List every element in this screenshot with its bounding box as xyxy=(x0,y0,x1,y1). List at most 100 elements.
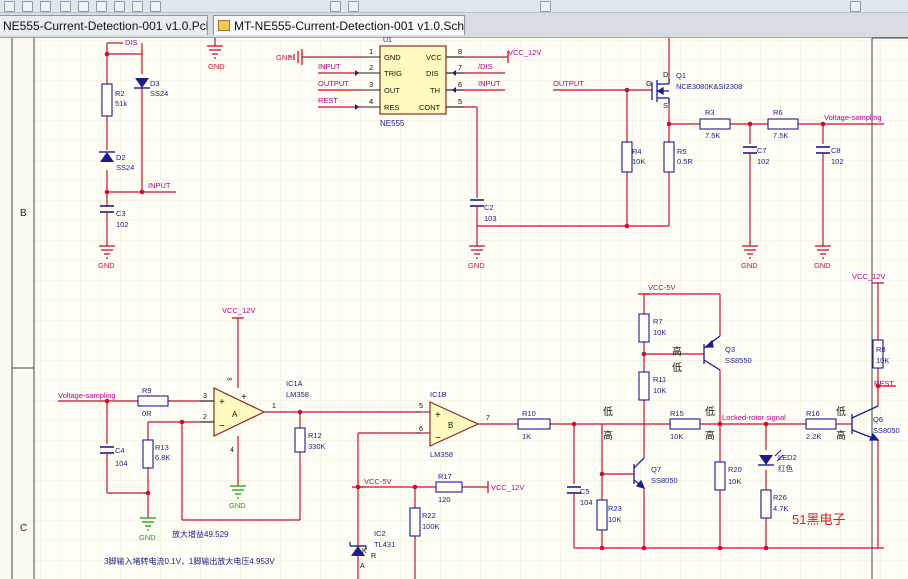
led2-val: 红色 xyxy=(778,463,793,473)
tab-pcbdoc-label: NE555-Current-Detection-001 v1.0.PcbDoc xyxy=(3,19,207,33)
gnd-icon xyxy=(99,245,115,259)
net-dis: DIS xyxy=(125,38,138,47)
toolbar-tool-icon[interactable] xyxy=(60,1,71,12)
ne555-chip[interactable]: 1 2 3 4 8 7 6 5 GND TRIG OUT RES VCC DIS… xyxy=(362,37,464,128)
schematic-document-icon xyxy=(218,20,230,31)
net-vcc5-ic2: VCC-5V xyxy=(364,477,392,486)
ne555-name: NE555 xyxy=(380,119,405,128)
svg-text:D: D xyxy=(663,70,669,79)
resistor-r8-icon xyxy=(872,339,884,369)
r23-ref: R23 xyxy=(608,504,622,513)
toolbar-tool-icon[interactable] xyxy=(850,1,861,12)
r17-ref: R17 xyxy=(438,472,452,481)
r20-ref: R20 xyxy=(728,465,742,474)
net-locked-rotor: Locked-rotor signal xyxy=(722,413,786,422)
net-vcc12-top: VCC_12V xyxy=(508,48,541,57)
toolbar-tool-icon[interactable] xyxy=(22,1,33,12)
r12-ref: R12 xyxy=(308,431,322,440)
toolbar xyxy=(0,0,908,13)
opamp-ic1b[interactable]: + − B xyxy=(429,401,480,447)
resistor-r17-icon xyxy=(435,481,463,493)
resistor-r7-icon xyxy=(638,313,650,343)
r10-val: 1K xyxy=(522,432,531,441)
c5-val: 104 xyxy=(580,498,593,507)
ne555-pin-vcc: VCC xyxy=(426,53,442,62)
r15-val: 10K xyxy=(670,432,683,441)
r17-val: 120 xyxy=(438,495,451,504)
ne555-pin6-num: 6 xyxy=(458,80,462,89)
resistor-r6-icon xyxy=(767,118,799,130)
ic1a-pin1: 1 xyxy=(272,403,276,410)
toolbar-tool-icon[interactable] xyxy=(150,1,161,12)
resistor-bodies xyxy=(101,83,884,537)
c4-val: 104 xyxy=(115,459,128,468)
r11-val: 10K xyxy=(653,386,666,395)
led2-ref: LED2 xyxy=(778,453,797,462)
gnd-label: GND xyxy=(468,261,485,270)
r6-ref: R6 xyxy=(773,108,783,117)
resistor-r10-icon xyxy=(517,418,551,430)
toolbar-tool-icon[interactable] xyxy=(96,1,107,12)
r6-val: 7.5K xyxy=(773,131,788,140)
ne555-pin4-num: 4 xyxy=(369,97,373,106)
power-symbols xyxy=(232,51,884,493)
q7-ref: Q7 xyxy=(651,465,661,474)
net-vcc12-ic1a: VCC_12V xyxy=(222,306,255,315)
ne555-pin8-num: 8 xyxy=(458,47,462,56)
svg-text:+: + xyxy=(219,397,225,408)
r16-val: 2.2K xyxy=(806,432,821,441)
mosfet-q1-icon xyxy=(651,78,670,104)
toolbar-tool-icon[interactable] xyxy=(330,1,341,12)
level-high-q3: 高 xyxy=(672,345,682,358)
toolbar-tool-icon[interactable] xyxy=(114,1,125,12)
c3-ref: C3 xyxy=(116,209,126,218)
resistor-r11-icon xyxy=(638,371,650,401)
d3-val: SS24 xyxy=(150,89,168,98)
ne555-pin-res: RES xyxy=(384,103,399,112)
gnd-symbols-green xyxy=(140,485,246,531)
level-low-locked: 低 xyxy=(705,405,715,418)
toolbar-tool-icon[interactable] xyxy=(540,1,551,12)
ic1a-unit: A xyxy=(232,410,238,419)
gnd-label-green: GND xyxy=(229,501,246,510)
gnd-icon xyxy=(207,45,223,59)
opamp-ic1a[interactable]: + − A + xyxy=(213,387,266,437)
ic1a-val: LM358 xyxy=(286,390,309,399)
capacitor-plates xyxy=(100,146,830,500)
tab-pcbdoc[interactable]: NE555-Current-Detection-001 v1.0.PcbDoc xyxy=(0,15,208,35)
opamp-ic1b-icon xyxy=(429,401,480,447)
wires xyxy=(58,38,896,579)
transistor-q3-icon xyxy=(703,335,721,371)
ne555-pin2-num: 2 xyxy=(369,63,373,72)
r5-ref: R5 xyxy=(677,147,687,156)
net-output: OUTPUT xyxy=(318,79,349,88)
resistor-r23-icon xyxy=(596,499,608,531)
toolbar-tool-icon[interactable] xyxy=(4,1,15,12)
r8-ref: R8 xyxy=(876,345,886,354)
net-vcc12-r17: VCC_12V xyxy=(491,483,524,492)
tl431-ic2-icon xyxy=(349,542,367,556)
ne555-pin-out: OUT xyxy=(384,86,400,95)
ic2-pin-k: K xyxy=(362,548,367,555)
q3-ref: Q3 xyxy=(725,345,735,354)
level-low-q6: 低 xyxy=(836,405,846,418)
r2-ref: R2 xyxy=(115,89,125,98)
toolbar-tool-icon[interactable] xyxy=(132,1,143,12)
net-output2: OUTPUT xyxy=(553,79,584,88)
svg-text:+: + xyxy=(435,410,441,421)
resistor-r9-icon xyxy=(137,395,169,407)
tab-schdoc[interactable]: MT-NE555-Current-Detection-001 v1.0.SchD… xyxy=(213,15,465,35)
c5-ref: C5 xyxy=(580,487,590,496)
toolbar-tool-icon[interactable] xyxy=(78,1,89,12)
r9-val: 0R xyxy=(142,409,152,418)
gnd-label-green: GND xyxy=(139,533,156,542)
r15-ref: R15 xyxy=(670,409,684,418)
net-voltage-sampling: Voltage-sampling xyxy=(824,113,882,122)
toolbar-tool-icon[interactable] xyxy=(348,1,359,12)
r22-ref: R22 xyxy=(422,511,436,520)
d2-val: SS24 xyxy=(116,163,134,172)
resistor-r26-icon xyxy=(760,489,772,519)
c8-ref: C8 xyxy=(831,146,841,155)
q7-val: SS8050 xyxy=(651,476,678,485)
toolbar-tool-icon[interactable] xyxy=(40,1,51,12)
